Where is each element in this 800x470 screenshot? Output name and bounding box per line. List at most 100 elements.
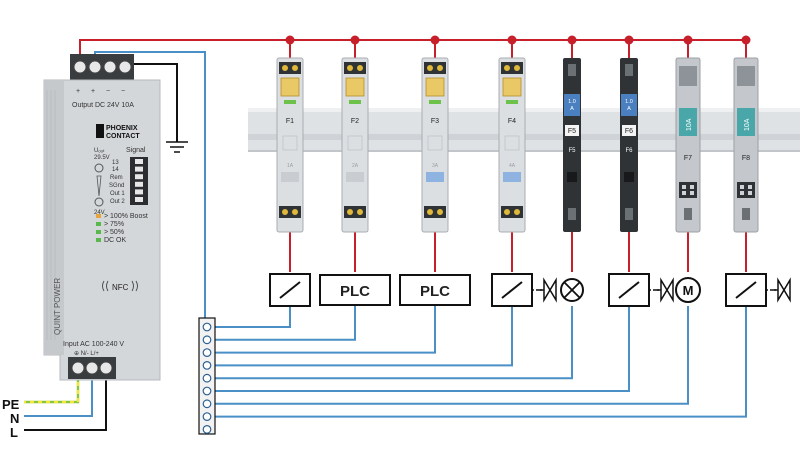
load-8 [725,273,791,307]
psu-vent-lines [46,90,56,340]
terminal-dot-3 [740,191,744,195]
tag-plate [622,125,636,136]
junction-dot-f7 [683,35,693,45]
junction-dot-f4 [507,35,517,45]
junction-dot-f8 [741,35,751,45]
top-terminal [501,62,523,74]
terminal-window [737,182,755,198]
output-screw-3 [103,60,117,74]
junction-dot-f3 [430,35,440,45]
terminal-dot-4 [748,191,752,195]
module-rating: 4A [509,163,516,169]
output-screw-2 [88,60,102,74]
bottom-slot [625,208,633,220]
bottom-screw-1 [347,209,353,215]
top-slot [625,64,633,76]
fuse-label-plate [737,108,755,136]
signal-screw-3 [135,174,143,180]
signal-screw-6 [135,197,143,202]
top-terminal [344,62,366,74]
status-led [349,100,361,104]
return-wire-4 [207,306,513,367]
terminal-point-8 [202,412,212,422]
status-led [506,100,518,104]
module-f4: F4 4A [498,57,526,233]
return-wire-2 [207,306,356,341]
fuse-label-plate [679,108,697,136]
psu-side-panel [44,80,64,355]
signal-screw-1 [135,159,143,164]
rating-marker [427,135,443,151]
output-pin-2: + [91,88,95,95]
power-supply: + + − − Output DC 24V 10A PHOENIX CONTAC… [43,54,161,381]
rating-window [346,172,364,182]
signal-terminal-13: 13 [112,160,119,166]
module-tag: F8 [742,155,750,162]
brand-line2: CONTACT [106,133,140,140]
breaker-body [276,57,304,233]
motor-icon [675,277,701,303]
brand-logo: PHOENIX CONTACT [96,124,140,140]
nfc-wave-right-icon [131,280,134,292]
junction-dot-f1 [285,35,295,45]
return-wire-3 [207,306,436,354]
top-screw-1 [347,65,353,71]
output-pin-3: − [106,88,110,95]
mains-pe-label: PE [2,397,20,412]
mains-n-label: N [10,411,19,426]
module-tag: F7 [684,155,692,162]
module-tag: F4 [508,118,516,125]
release-slot [624,172,634,182]
return-wire-6 [207,306,630,392]
bottom-screw-1 [504,209,510,215]
bottom-screw-2 [357,209,363,215]
adjust-range-icon [96,175,102,197]
trip-lever [425,77,445,97]
top-screw-2 [292,65,298,71]
top-slot [568,64,576,76]
output-screw-4 [118,60,132,74]
status-leds: > 100% Boost > 75% > 50% DC OK [96,213,148,244]
rating-marker [504,135,520,151]
return-wire-8 [207,306,747,418]
led-dc-ok-label: DC OK [104,237,127,244]
top-clamp [679,66,697,86]
terminal-dot-2 [690,185,694,189]
top-screw-2 [357,65,363,71]
module-rating: 3A [432,163,439,169]
valve-icon [660,277,674,303]
led-50-label: > 50% [104,229,124,236]
terminal-point-9 [202,425,212,434]
status-led [284,100,296,104]
plc-label: PLC [420,283,450,300]
terminal-point-2 [202,335,212,345]
fuse-body [620,58,638,232]
terminal-point-6 [202,386,212,396]
lamp-cross-2 [563,281,581,299]
fuse-cap [564,94,580,116]
plc-box [319,274,391,306]
input-screw-n [85,361,99,375]
load-1 [269,273,311,307]
nfc-wave-left-icon [102,280,105,292]
terminal-dot-3 [682,191,686,195]
top-screw-1 [282,65,288,71]
load-5 [560,278,584,302]
breaker-body [341,57,369,233]
terminal-dot-4 [690,191,694,195]
return-wire-5 [207,306,573,380]
rating-window [503,172,521,182]
breaker-body [498,57,526,233]
load-7: M [675,277,701,303]
terminal-dot-1 [740,185,744,189]
status-led [429,100,441,104]
relay-coil-icon [501,281,523,299]
bottom-terminal [424,206,446,218]
signal-screw-5 [135,189,143,195]
led-boost-label: > 100% Boost [104,213,148,220]
bottom-slot [568,208,576,220]
